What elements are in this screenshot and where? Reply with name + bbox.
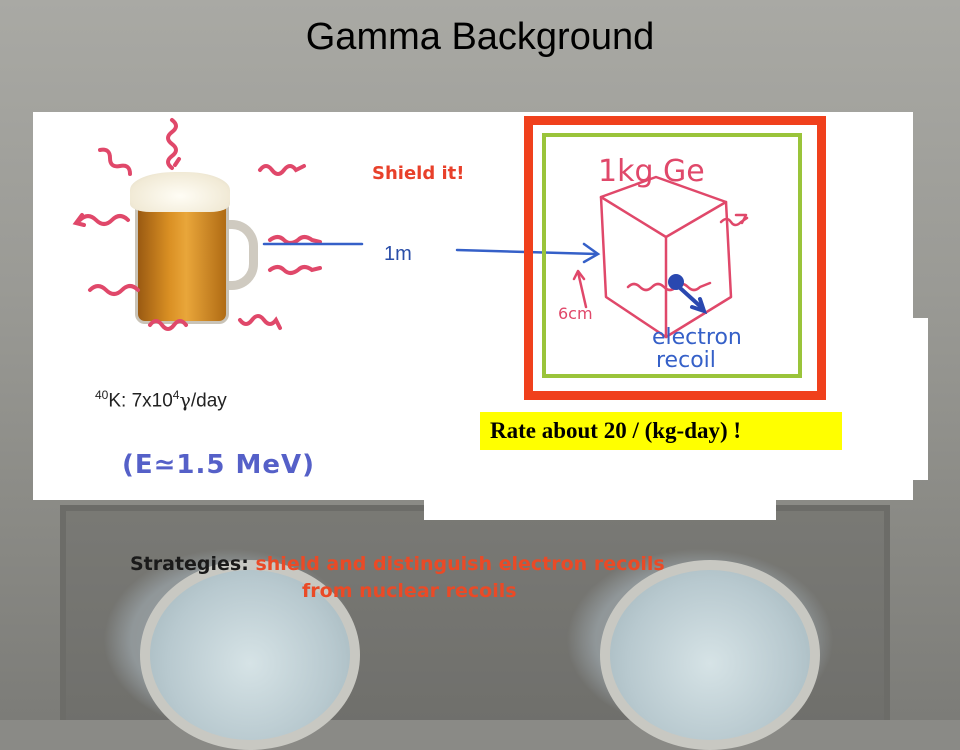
detector-size-label: 6cm [558, 304, 593, 323]
gamma-symbol: γ [179, 389, 191, 412]
beer-mug-icon [135, 200, 229, 324]
distance-label: 1m [384, 243, 412, 265]
strategies-lead: Strategies: [130, 553, 249, 575]
source-rate-label: 40K: 7x104γ/day [95, 388, 227, 412]
recoil-label-line1: electron [652, 325, 742, 350]
energy-label: (E≃1.5 MeV) [122, 450, 316, 480]
isotope-symbol: K: 7x10 [108, 390, 173, 412]
background-viewport-right [600, 560, 820, 750]
strategies-line1: shield and distinguish electron recoils [255, 553, 665, 575]
slide-title: Gamma Background [305, 16, 655, 58]
detector-label: 1kg Ge [598, 154, 705, 189]
lower-panel [424, 470, 776, 520]
strategies-line2: from nuclear recoils [302, 580, 517, 602]
detector-outer-frame [524, 116, 826, 400]
isotope-mass: 40 [95, 388, 109, 402]
detector-inner-frame [542, 133, 802, 378]
background-viewport-left [140, 560, 360, 750]
germanium-cube-icon: 1kg Ge 6cm electron recoil [558, 154, 749, 373]
rate-exponent: 4 [172, 388, 180, 402]
beer-foam [130, 172, 230, 212]
strategies-text: Strategies: shield and distinguish elect… [130, 551, 665, 605]
rate-unit: /day [190, 390, 227, 412]
rate-highlight: Rate about 20 / (kg-day) ! [480, 412, 842, 450]
shield-label: Shield it! [372, 163, 465, 184]
recoil-label-line2: recoil [656, 348, 716, 373]
beer-mug-handle [220, 220, 258, 290]
